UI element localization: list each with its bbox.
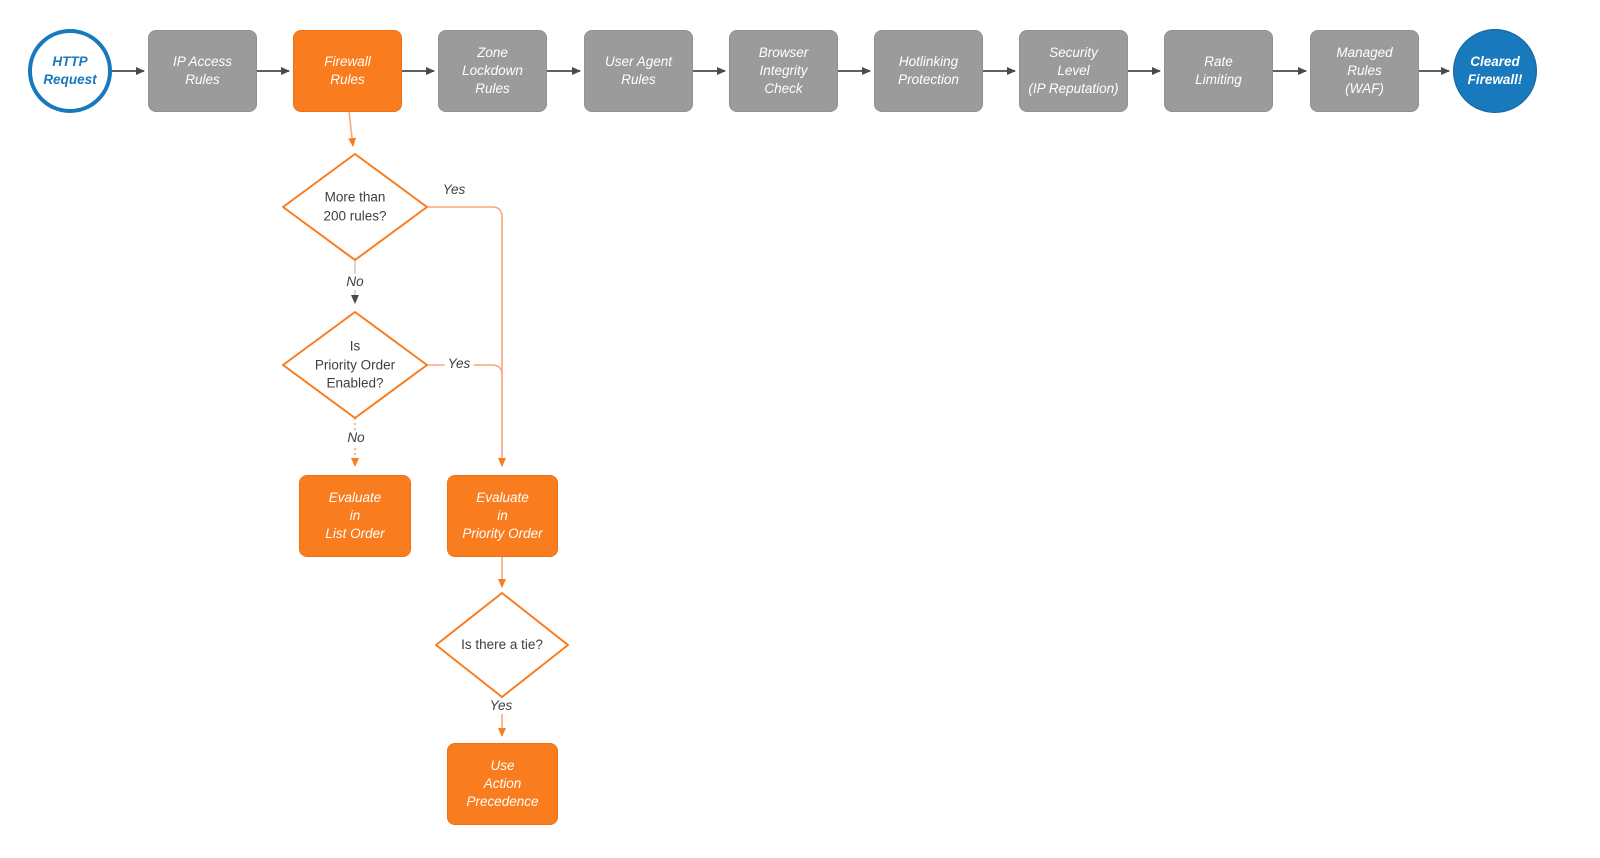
- decision-diamond-tie: [435, 592, 569, 698]
- node-zone-lockdown-rules-label: Zone Lockdown Rules: [462, 45, 523, 96]
- node-firewall-rules: Firewall Rules: [293, 30, 402, 112]
- edge-label-rules-count-yes: Yes: [442, 182, 466, 197]
- edge-label-priority-enabled-no: No: [344, 430, 368, 446]
- node-evaluate-in-priority-order: Evaluate in Priority Order: [447, 475, 558, 557]
- decision-rules-count-question: More than 200 rules?: [323, 189, 387, 224]
- node-user-agent-rules-label: User Agent Rules: [604, 54, 673, 87]
- node-cleared-firewall-label: Cleared Firewall!: [1467, 54, 1523, 87]
- node-ip-access-rules: IP Access Rules: [148, 30, 257, 112]
- edge-label-tie-yes: Yes: [486, 698, 516, 714]
- edge-rules-count-yes: [427, 206, 506, 467]
- node-managed-rules-waf-label: Managed Rules (WAF): [1336, 45, 1393, 96]
- node-browser-integrity-check-label: Browser Integrity Check: [758, 45, 809, 96]
- node-zone-lockdown-rules: Zone Lockdown Rules: [438, 30, 547, 112]
- edge-firewall-to-rules-count: [348, 111, 357, 147]
- edge-priority-enabled-yes: [427, 364, 503, 376]
- node-rate-limiting: Rate Limiting: [1164, 30, 1273, 112]
- decision-priority-enabled-question: Is Priority Order Enabled?: [314, 338, 396, 391]
- node-user-agent-rules: User Agent Rules: [584, 30, 693, 112]
- node-http-request-label: HTTP Request: [43, 54, 97, 87]
- node-use-action-precedence-label: Use Action Precedence: [466, 758, 539, 809]
- edge-label-priority-enabled-yes: Yes: [444, 356, 474, 372]
- node-ip-access-rules-label: IP Access Rules: [172, 54, 233, 87]
- node-http-request: HTTP Request: [28, 29, 112, 113]
- node-evaluate-in-list-order-label: Evaluate in List Order: [325, 490, 385, 541]
- node-evaluate-in-priority-order-label: Evaluate in Priority Order: [462, 490, 543, 541]
- node-firewall-rules-label: Firewall Rules: [324, 54, 371, 87]
- node-cleared-firewall: Cleared Firewall!: [1453, 29, 1537, 113]
- node-security-level: Security Level (IP Reputation): [1019, 30, 1128, 112]
- node-use-action-precedence: Use Action Precedence: [447, 743, 558, 825]
- decision-diamond-rules-count: [282, 153, 428, 261]
- node-security-level-label: Security Level (IP Reputation): [1028, 45, 1119, 96]
- decision-tie-question: Is there a tie?: [461, 636, 543, 652]
- node-rate-limiting-label: Rate Limiting: [1195, 54, 1242, 87]
- node-evaluate-in-list-order: Evaluate in List Order: [299, 475, 411, 557]
- edge-label-rules-count-no: No: [343, 274, 367, 290]
- node-browser-integrity-check: Browser Integrity Check: [729, 30, 838, 112]
- decision-diamond-priority-enabled: [282, 311, 428, 419]
- node-managed-rules-waf: Managed Rules (WAF): [1310, 30, 1419, 112]
- node-hotlinking-protection: Hotlinking Protection: [874, 30, 983, 112]
- node-hotlinking-protection-label: Hotlinking Protection: [898, 54, 959, 87]
